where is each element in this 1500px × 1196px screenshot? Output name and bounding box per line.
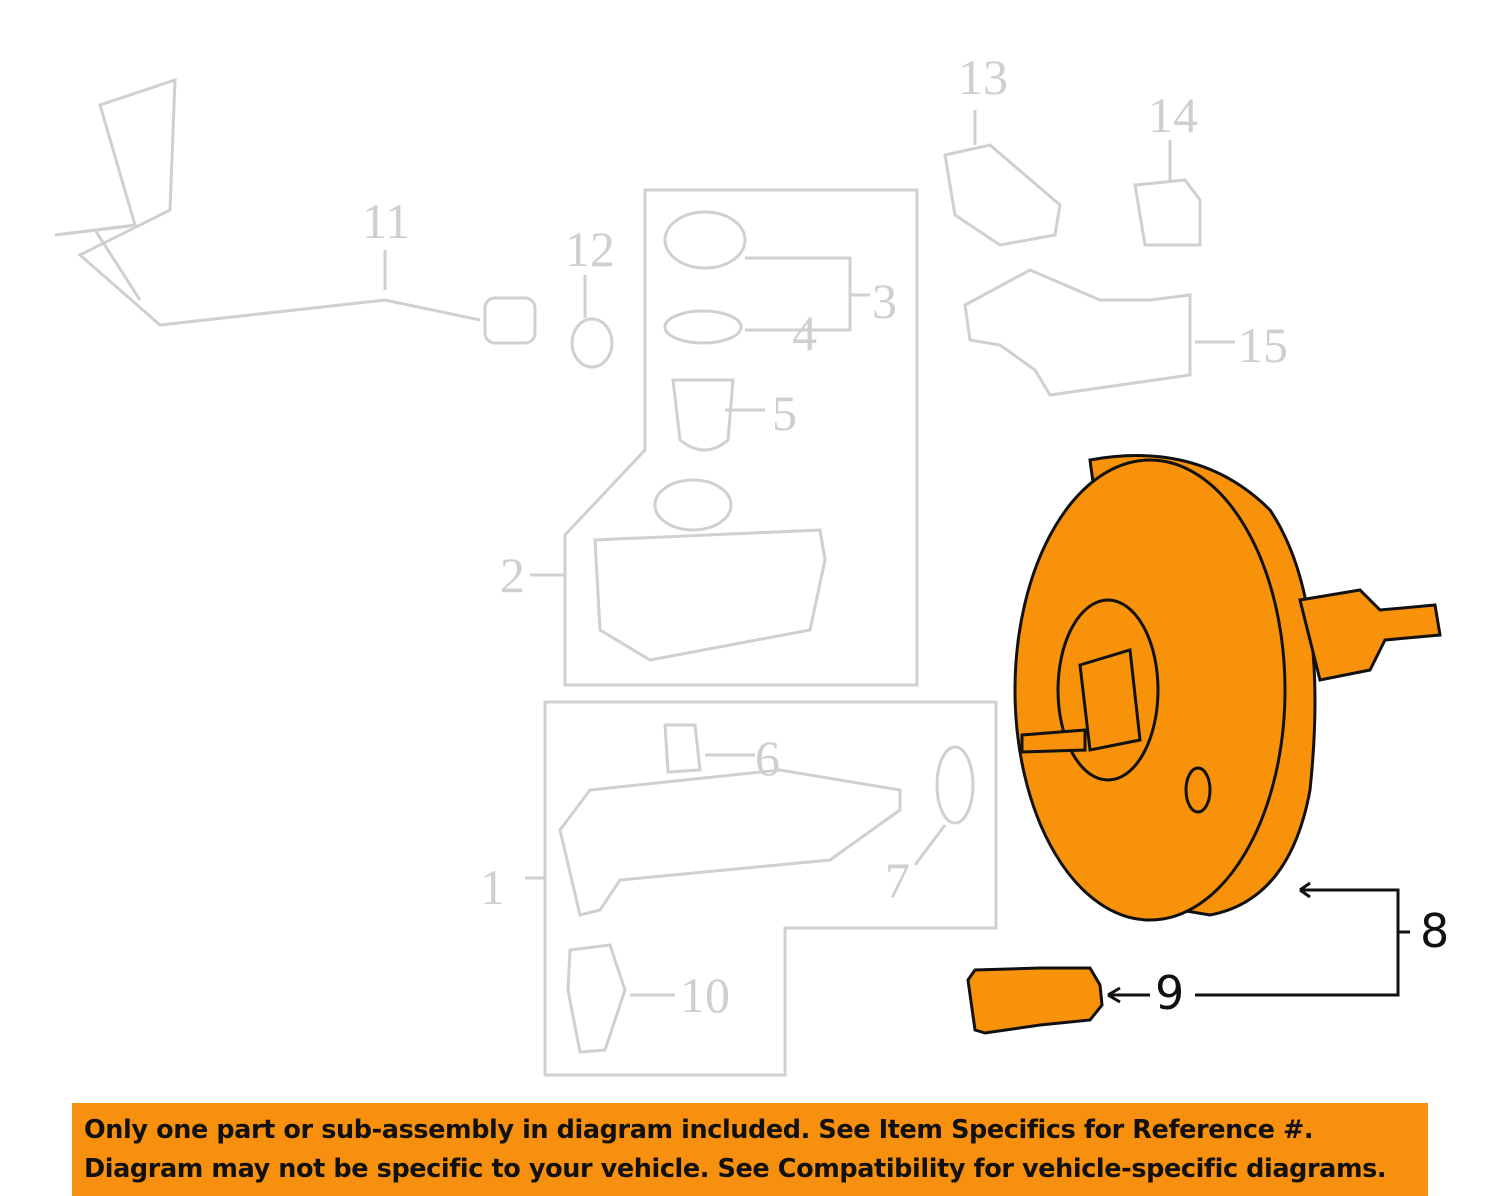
callout-6: 6 xyxy=(755,730,780,786)
callout-2: 2 xyxy=(500,547,525,603)
part-2-reservoir xyxy=(593,528,827,662)
master-cylinder-group-box xyxy=(543,700,998,1077)
disclaimer-line-2: Diagram may not be specific to your vehi… xyxy=(84,1154,1387,1184)
inactive-parts xyxy=(54,77,1235,1077)
callout-5: 5 xyxy=(772,385,797,441)
part-11-brake-line xyxy=(54,77,481,327)
callout-9: 9 xyxy=(1155,966,1185,1020)
part-1-master-cylinder xyxy=(558,768,902,917)
callout-12: 12 xyxy=(565,221,615,277)
part-4-seal xyxy=(663,309,743,345)
callout-3: 3 xyxy=(872,273,897,329)
part-6-plug xyxy=(663,723,702,774)
disclaimer-banner: Only one part or sub-assembly in diagram… xyxy=(72,1103,1428,1196)
active-leaders xyxy=(1107,881,1410,1004)
disclaimer-line-1: Only one part or sub-assembly in diagram… xyxy=(84,1115,1314,1145)
callout-1: 1 xyxy=(480,859,505,915)
callout-8: 8 xyxy=(1420,904,1450,958)
callout-7: 7 xyxy=(885,852,910,908)
part-9-check-valve xyxy=(966,966,1104,1035)
callout-14: 14 xyxy=(1148,87,1198,143)
callout-13: 13 xyxy=(958,49,1008,105)
part-10-sensor xyxy=(566,943,627,1054)
reservoir-group-box xyxy=(563,188,919,687)
part-14-connector xyxy=(1133,178,1202,247)
part-12-grommet xyxy=(570,317,614,369)
part-8-brake-booster xyxy=(1013,454,1442,922)
part-5-strainer xyxy=(671,378,735,452)
callout-10: 10 xyxy=(680,967,730,1023)
part-7-o-ring xyxy=(935,745,975,825)
part-3-cap xyxy=(663,210,747,270)
callout-15: 15 xyxy=(1238,317,1288,373)
callout-11: 11 xyxy=(362,193,411,249)
callout-4: 4 xyxy=(792,305,817,361)
part-15-bracket xyxy=(963,268,1192,397)
part-11-fitting xyxy=(483,296,537,345)
part-13-module xyxy=(943,143,1062,247)
